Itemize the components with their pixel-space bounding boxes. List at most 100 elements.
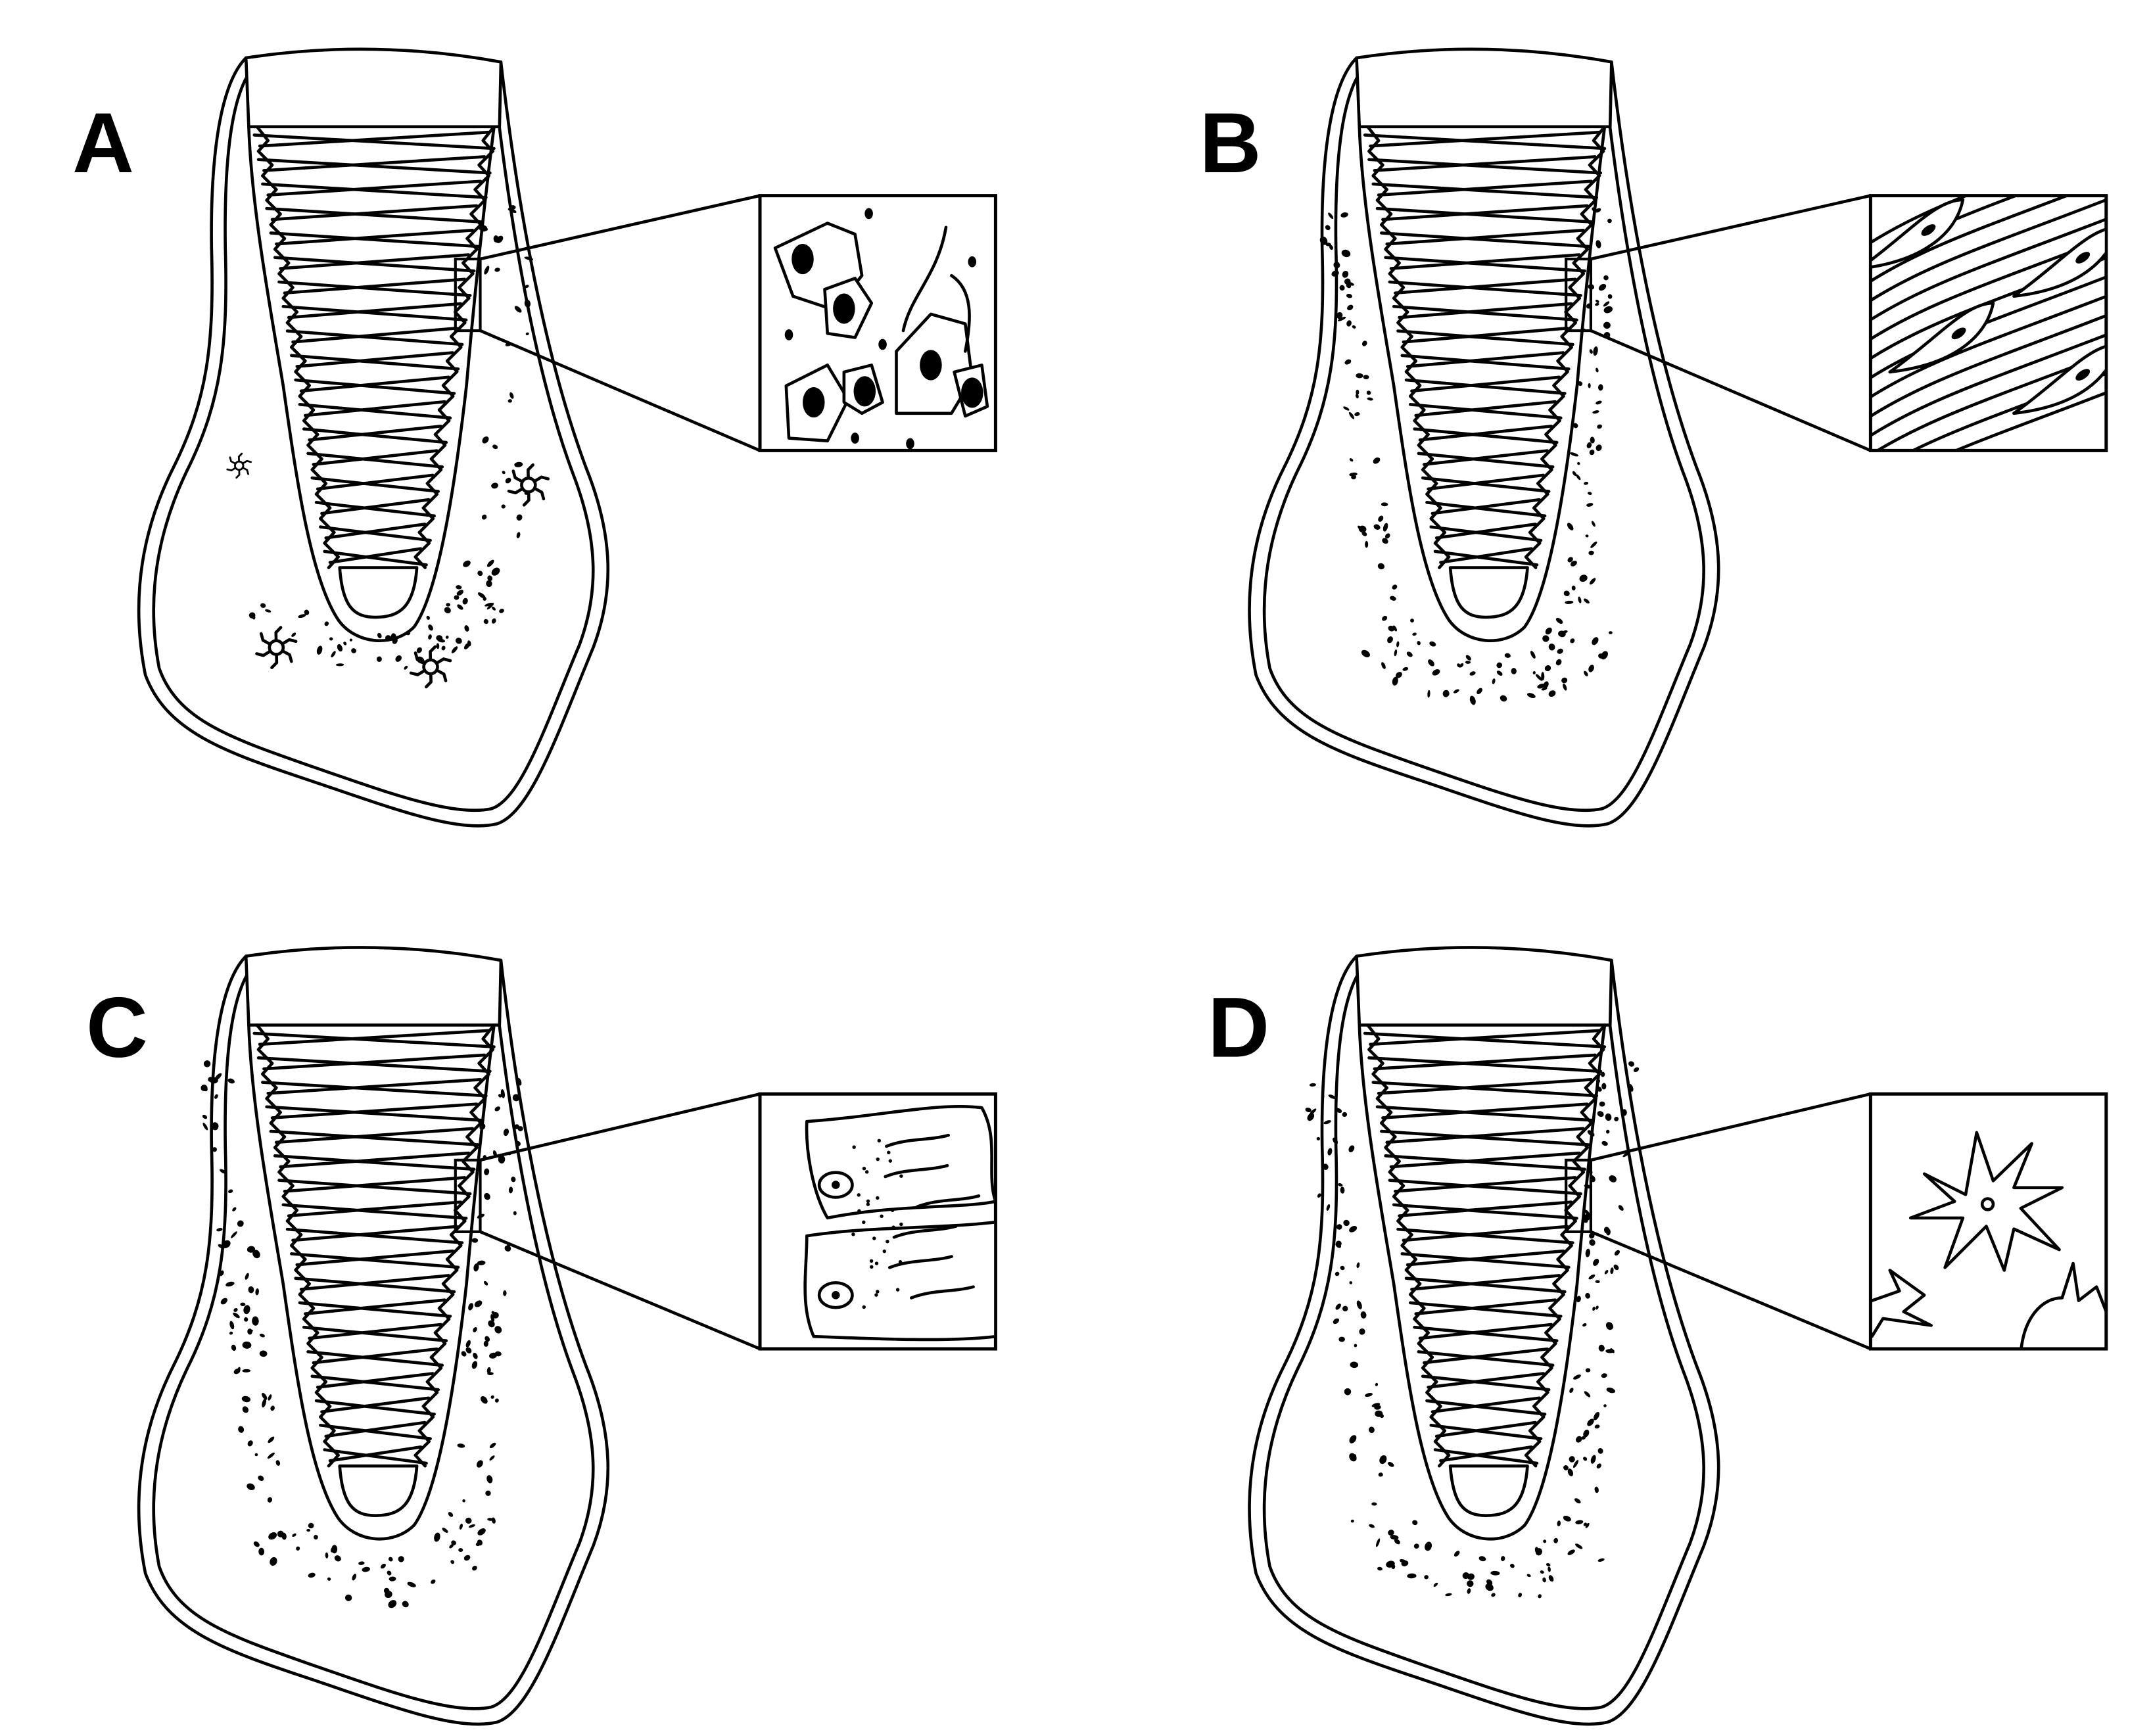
- particle: [857, 1209, 861, 1213]
- particle: [327, 1577, 331, 1581]
- particle: [1596, 1079, 1600, 1083]
- cell-nucleus: [832, 1181, 840, 1189]
- inset-content: [803, 1104, 995, 1342]
- particle: [296, 1546, 300, 1551]
- particle: [1338, 1336, 1345, 1342]
- particle: [1319, 236, 1328, 245]
- particle: [465, 1340, 471, 1348]
- particle: [1309, 1083, 1316, 1087]
- particle: [509, 392, 514, 399]
- particle: [1546, 1563, 1551, 1566]
- thread-line: [319, 1423, 432, 1441]
- particle: [1601, 1140, 1608, 1146]
- particle: [1576, 1296, 1581, 1303]
- particle: [489, 1442, 496, 1449]
- implant-apex: [338, 1464, 419, 1517]
- particle: [1433, 1582, 1438, 1587]
- particle: [514, 461, 523, 467]
- thread-line: [1396, 1227, 1574, 1244]
- bacterium-icon: [507, 463, 550, 507]
- collagen-fiber: [1872, 218, 2105, 321]
- particle: [1382, 538, 1388, 544]
- thread-right-edge: [1524, 1023, 1607, 1468]
- particle: [477, 1528, 486, 1536]
- thread-line: [1398, 302, 1573, 319]
- particle: [1577, 461, 1580, 465]
- particle: [1407, 1573, 1417, 1579]
- particle: [1621, 1109, 1627, 1116]
- particle: [1378, 1472, 1383, 1477]
- particle: [1548, 1575, 1554, 1582]
- particle: [446, 603, 451, 607]
- particle: [508, 399, 512, 403]
- particle: [220, 1169, 227, 1174]
- particle: [1349, 1225, 1358, 1232]
- thread-line: [1421, 476, 1551, 493]
- particle: [477, 1260, 486, 1265]
- particle: [1327, 1148, 1333, 1156]
- particle: [874, 1293, 878, 1297]
- thread-line: [1371, 182, 1599, 199]
- thread-left-edge: [1366, 1023, 1451, 1468]
- cell-nucleus: [832, 1290, 840, 1300]
- particle: [1317, 1193, 1321, 1198]
- particle: [229, 1331, 233, 1335]
- particle: [1390, 1535, 1399, 1540]
- particle: [866, 1202, 870, 1206]
- cell-nucleus: [792, 243, 814, 275]
- particle: [1361, 649, 1370, 657]
- particle: [504, 1245, 511, 1252]
- particle: [1359, 1328, 1365, 1335]
- particle: [388, 1557, 393, 1562]
- bone-lacuna: [887, 1255, 953, 1269]
- particle: [416, 647, 422, 653]
- particle: [229, 1321, 235, 1330]
- particle: [1569, 452, 1579, 457]
- thread-line: [261, 182, 488, 199]
- particle: [1369, 1524, 1375, 1528]
- particle: [1608, 631, 1613, 634]
- particle: [202, 1123, 208, 1131]
- particle: [1603, 1404, 1607, 1407]
- particle: [291, 632, 296, 637]
- particle: [872, 1236, 876, 1240]
- particle: [1575, 1436, 1582, 1443]
- particle: [1618, 1205, 1624, 1211]
- magnified-region-marker: [454, 257, 482, 333]
- particle: [281, 1532, 287, 1540]
- thread-line: [1367, 1056, 1603, 1073]
- particle: [325, 1552, 329, 1559]
- thread-line: [1402, 1225, 1569, 1242]
- thread-line: [294, 378, 456, 395]
- particle: [1355, 394, 1359, 399]
- particle: [1563, 1515, 1571, 1522]
- particle: [1567, 557, 1573, 563]
- particle: [492, 444, 498, 450]
- particle: [1614, 1250, 1620, 1256]
- thread-line: [269, 231, 480, 248]
- particle: [473, 1263, 479, 1272]
- particle: [1577, 381, 1583, 387]
- bone-outer-outline: [137, 954, 610, 1726]
- implant-abutment: [244, 47, 503, 129]
- panel-c: C: [86, 946, 997, 1726]
- thread-line: [287, 302, 463, 319]
- particle: [887, 1150, 891, 1155]
- particle: [1605, 1322, 1613, 1330]
- particle: [1388, 1462, 1394, 1467]
- thread-left-edge: [255, 125, 340, 569]
- thread-line: [270, 1102, 479, 1119]
- particle: [1401, 1560, 1409, 1566]
- particle: [1485, 1584, 1494, 1591]
- particle: [1367, 397, 1373, 401]
- particle: [268, 1394, 272, 1401]
- particle: [1342, 270, 1349, 278]
- particle: [1588, 665, 1594, 672]
- particle: [233, 1307, 238, 1312]
- particle: [876, 1196, 880, 1200]
- particle: [486, 559, 494, 567]
- particle: [1585, 1248, 1590, 1257]
- thread-line: [283, 1176, 467, 1193]
- particle: [866, 1199, 870, 1204]
- particle: [242, 1406, 249, 1413]
